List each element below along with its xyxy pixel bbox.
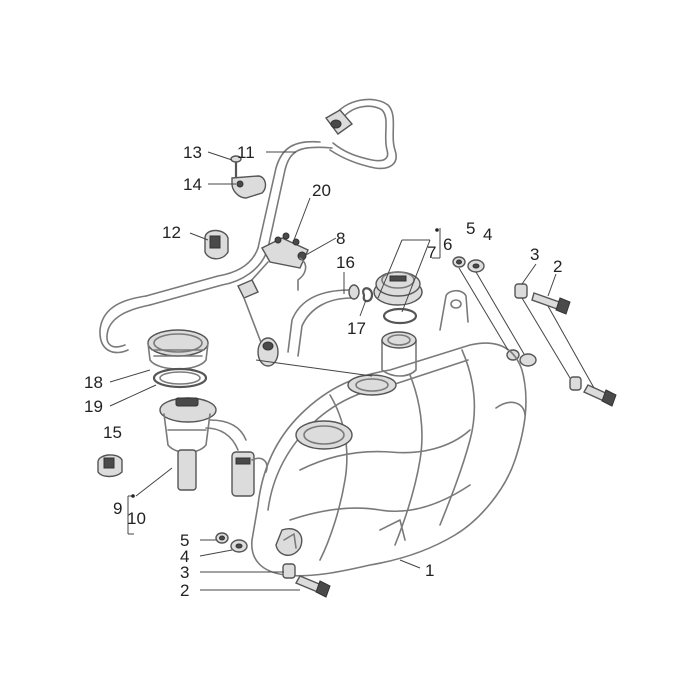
breather-hose (99, 98, 397, 354)
callout-4-bottom: 4 (180, 547, 189, 566)
callout-4-top: 4 (483, 225, 492, 244)
spacer-3-bottom (282, 563, 296, 579)
filler-neck (381, 331, 417, 377)
callout-19: 19 (84, 397, 103, 416)
clamp-17 (362, 287, 374, 303)
spacer-right-lower (569, 376, 582, 391)
callout-17: 17 (347, 319, 366, 338)
callout-3-bottom: 3 (180, 563, 189, 582)
screw-13 (230, 155, 242, 180)
callout-3-top: 3 (530, 245, 539, 264)
washer-4-top (467, 259, 485, 273)
clamp-15 (97, 454, 123, 478)
washer-4-bottom (230, 539, 248, 553)
bolt-2-bottom (294, 575, 331, 598)
callout-7: 7 (427, 243, 436, 262)
leader-lines (109, 151, 595, 591)
fuel-level-sensor (237, 232, 309, 367)
callout-20: 20 (312, 181, 331, 200)
washer-5-top (452, 256, 466, 268)
callout-8: 8 (336, 229, 345, 248)
clip-12 (204, 229, 229, 260)
bracket-14 (231, 175, 267, 199)
hose-16 (287, 284, 360, 357)
spacer-3-top (514, 283, 528, 299)
callout-14: 14 (183, 175, 202, 194)
callout-15: 15 (103, 423, 122, 442)
bolt-2-top (531, 292, 571, 315)
group-bracket-dots (131, 228, 439, 498)
callout-18: 18 (84, 373, 103, 392)
callout-2-top: 2 (553, 257, 562, 276)
callout-13: 13 (183, 143, 202, 162)
pump-ring-18 (147, 329, 209, 370)
mounting-tab (439, 289, 469, 331)
bolt-right-lower (583, 384, 617, 407)
fuel-pump (159, 397, 268, 497)
pump-seal-19 (152, 367, 208, 389)
callout-11: 11 (237, 143, 255, 162)
fuel-tank (251, 342, 527, 577)
callout-10: 10 (127, 509, 146, 528)
callout-12: 12 (162, 223, 181, 242)
callout-16: 16 (336, 253, 355, 272)
callout-5-top: 5 (466, 219, 475, 238)
callouts: 13 11 14 20 12 8 7 6 5 4 3 2 16 17 18 19… (84, 143, 562, 600)
callout-6: 6 (443, 235, 452, 254)
callout-1: 1 (425, 561, 434, 580)
callout-2-bottom: 2 (180, 581, 189, 600)
callout-9: 9 (113, 499, 122, 518)
washer-5-bottom (215, 532, 229, 544)
callout-5-bottom: 5 (180, 531, 189, 550)
